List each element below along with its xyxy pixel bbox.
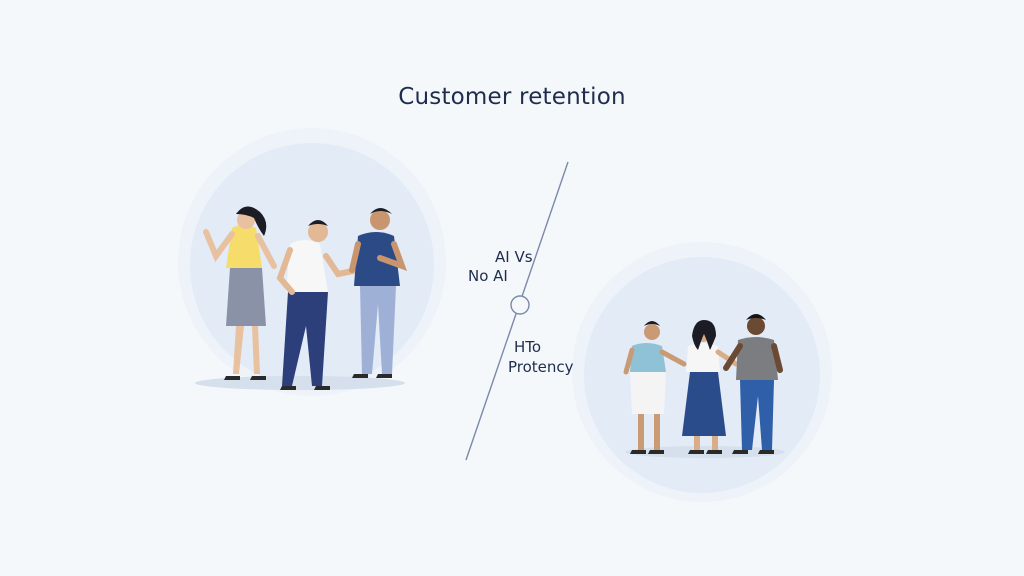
- person-navy-skirt-woman: [682, 320, 739, 454]
- person-navy-shirt-man: [349, 208, 408, 378]
- divider-label-protency: Protency: [508, 358, 574, 376]
- diagonal-divider: [465, 161, 569, 461]
- right-group-illustration: [572, 242, 832, 502]
- divider-label-hto: HTo: [514, 338, 542, 356]
- person-gray-shirt-man: [723, 314, 783, 454]
- person-white-shirt-man: [276, 220, 361, 390]
- divider-node: [510, 295, 530, 315]
- page-title: Customer retention: [398, 84, 626, 110]
- person-yellow-top-woman: [203, 206, 277, 380]
- left-group-illustration: [178, 128, 446, 396]
- divider-label-ai-vs: AI Vs: [495, 248, 533, 266]
- divider-label-no-ai: No AI: [468, 267, 508, 285]
- person-light-blue-shirt: [623, 321, 687, 454]
